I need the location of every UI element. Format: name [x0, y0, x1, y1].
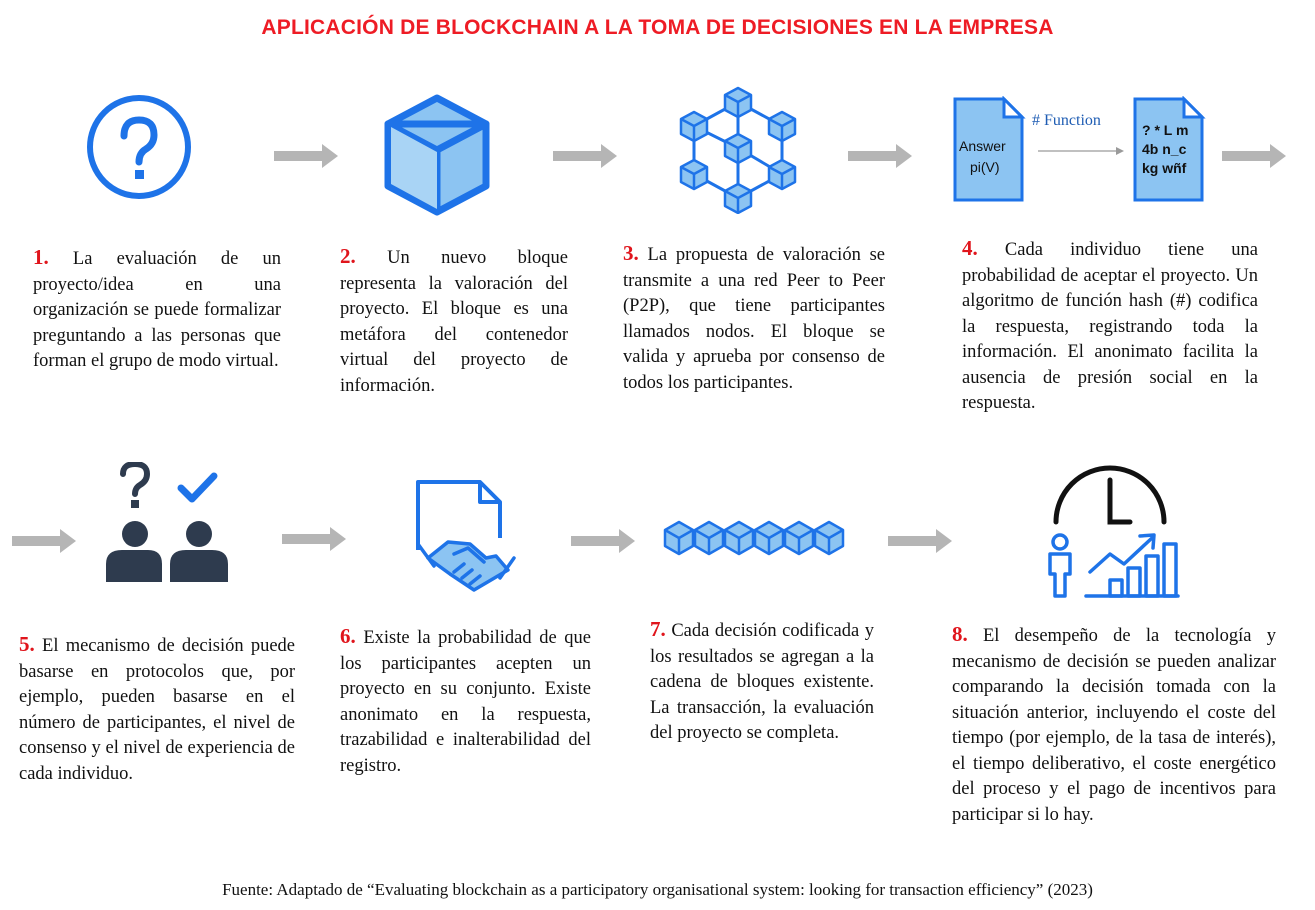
network-cubes-icon — [679, 86, 797, 214]
step-4: 4. Cada individuo tiene una probabilidad… — [962, 236, 1258, 417]
arrow-right-icon — [274, 144, 338, 168]
step-text: El mecanismo de decisión puede basarse e… — [19, 636, 296, 784]
input-document-line: Answer — [959, 138, 1006, 154]
input-document-line: pi(V) — [970, 159, 1000, 175]
step-number: 2. — [340, 244, 356, 268]
output-document-line: kg wñf — [1142, 160, 1187, 176]
source-note: Fuente: Adaptado de “Evaluating blockcha… — [222, 880, 1093, 899]
step-1: 1. La evaluación de un proyecto/idea en … — [33, 245, 281, 375]
arrow-right-icon — [1038, 147, 1124, 155]
step-number: 3. — [623, 241, 639, 265]
page-title: APLICACIÓN DE BLOCKCHAIN A LA TOMA DE DE… — [261, 16, 1054, 39]
arrow-right-icon — [282, 527, 346, 551]
step-text: Cada individuo tiene una probabilidad de… — [962, 240, 1258, 413]
step-text: Un nuevo bloque representa la valoración… — [340, 248, 568, 396]
arrow-right-icon — [12, 529, 76, 553]
step-text: Cada decisión codificada y los resultado… — [650, 621, 874, 743]
step-number: 4. — [962, 236, 978, 260]
arrow-right-icon — [888, 529, 952, 553]
step-text: La propuesta de valoración se transmite … — [623, 245, 885, 393]
step-number: 1. — [33, 245, 49, 269]
hash-function-documents-icon: Answer pi(V) # Function ? * L m 4b n_c k… — [952, 96, 1212, 206]
clock-person-growth-icon — [1048, 465, 1180, 598]
arrow-right-icon — [571, 529, 635, 553]
step-8: 8. El desempeño de la tecnología y mecan… — [952, 622, 1276, 828]
output-document-line: ? * L m — [1142, 122, 1189, 138]
step-6: 6. Existe la probabilidad de que los par… — [340, 624, 591, 779]
input-document-icon — [953, 96, 1026, 202]
step-2: 2. Un nuevo bloque representa la valorac… — [340, 244, 568, 399]
arrow-right-icon — [553, 144, 617, 168]
function-label: # Function — [1032, 112, 1101, 129]
step-3: 3. La propuesta de valoración se transmi… — [623, 241, 885, 396]
arrow-right-icon — [1222, 144, 1286, 168]
cube-icon — [384, 94, 490, 216]
handshake-document-icon — [416, 480, 516, 592]
step-number: 8. — [952, 622, 968, 646]
step-text: El desempeño de la tecnología y mecanism… — [952, 626, 1277, 825]
output-document-icon — [1133, 96, 1206, 202]
step-text: La evaluación de un proyecto/idea en una… — [33, 249, 281, 371]
people-question-check-icon — [106, 462, 228, 582]
step-5: 5. El mecanismo de decisión puede basars… — [19, 632, 295, 787]
step-text: Existe la probabilidad de que los partic… — [340, 628, 591, 776]
step-number: 7. — [650, 617, 666, 641]
arrow-right-icon — [848, 144, 912, 168]
question-circle-icon — [87, 95, 191, 199]
output-document-line: 4b n_c — [1142, 141, 1187, 157]
step-number: 5. — [19, 632, 35, 656]
step-number: 6. — [340, 624, 356, 648]
step-7: 7. Cada decisión codificada y los result… — [650, 617, 874, 747]
cube-chain-icon — [663, 520, 845, 556]
